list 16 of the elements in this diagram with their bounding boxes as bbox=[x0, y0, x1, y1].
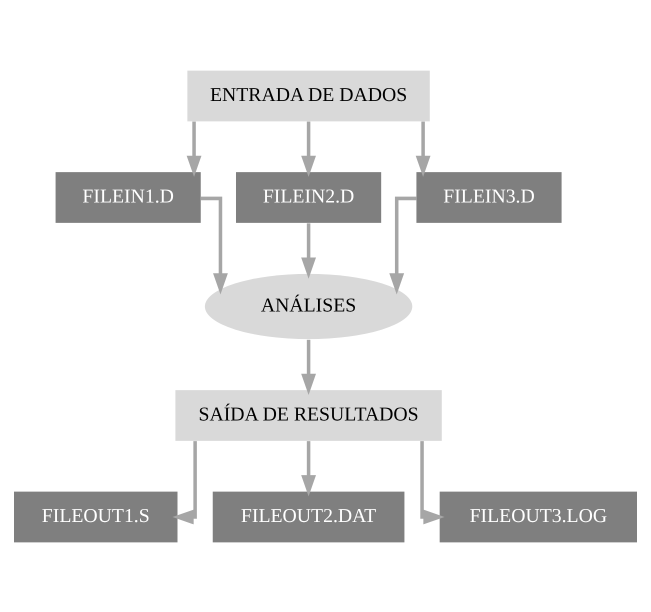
arrow bbox=[301, 440, 316, 496]
arrow bbox=[301, 222, 316, 278]
node-box: FILEOUT3.LOG bbox=[440, 491, 637, 542]
arrow bbox=[301, 121, 316, 176]
node-box: FILEIN3.D bbox=[416, 172, 562, 222]
arrow bbox=[420, 440, 445, 524]
node-box: FILEOUT1.S bbox=[14, 491, 178, 542]
node-box: FILEOUT2.DAT bbox=[212, 491, 404, 542]
node-box: ENTRADA DE DADOS bbox=[187, 70, 430, 121]
node-box: SAÍDA DE RESULTADOS bbox=[175, 390, 442, 440]
node-box: FILEIN2.D bbox=[236, 172, 382, 222]
arrow bbox=[172, 440, 197, 524]
arrow bbox=[186, 121, 202, 176]
node-box: FILEIN1.D bbox=[56, 172, 201, 222]
arrow bbox=[301, 339, 316, 394]
arrow bbox=[416, 121, 431, 176]
